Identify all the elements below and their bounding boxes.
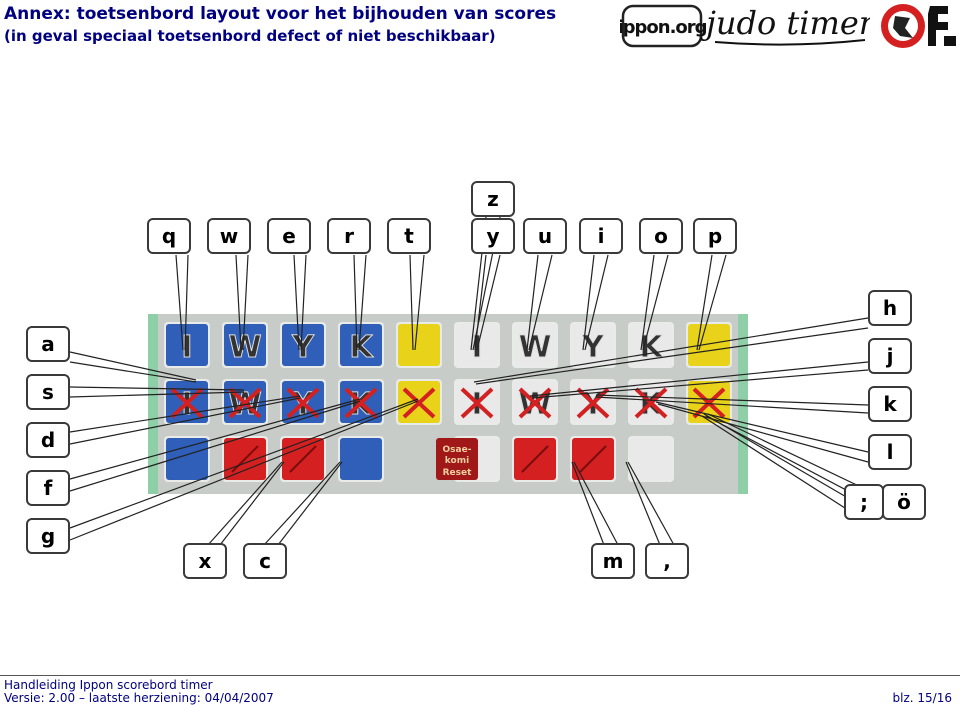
kb-row3-key <box>164 436 210 482</box>
key-label-a: a <box>26 326 70 362</box>
ippon-judo-timer-logo: ippon.org judo timer <box>620 4 870 48</box>
key-label-h: h <box>868 290 912 326</box>
key-label-q: q <box>147 218 191 254</box>
judo-federation-emblem <box>881 4 956 48</box>
kb-row1-key-letter: K <box>349 330 374 365</box>
key-label-f: f <box>26 470 70 506</box>
kb-row1-key-letter: Y <box>581 330 605 365</box>
kb-row3-key <box>338 436 384 482</box>
key-label-r: r <box>327 218 371 254</box>
key-label-y: y <box>471 218 515 254</box>
kb-row1-key: K <box>338 322 384 368</box>
reset-key-line-2: komi <box>445 456 469 466</box>
kb-row2-key: W <box>222 379 268 425</box>
kb-row2-key: K <box>338 379 384 425</box>
kb-row2-key: Y <box>570 379 616 425</box>
key-label-d: d <box>26 422 70 458</box>
key-label-s: s <box>26 374 70 410</box>
cross-mark <box>460 387 494 419</box>
kb-row2-key: W <box>512 379 558 425</box>
key-label-e: e <box>267 218 311 254</box>
kb-row1-key <box>686 322 732 368</box>
footer-rule <box>0 675 960 676</box>
kb-row2-key <box>686 379 732 425</box>
reset-key-line-1: Osae- <box>443 445 472 455</box>
key-label-g: g <box>26 518 70 554</box>
footer-version: Versie: 2.00 – laatste herziening: 04/04… <box>4 691 274 705</box>
key-label-t: t <box>387 218 431 254</box>
kb-row1-key-letter: Y <box>291 330 315 365</box>
kb-row1-key: Y <box>280 322 326 368</box>
footer-page-number: blz. 15/16 <box>892 691 952 705</box>
key-label-k: k <box>868 386 912 422</box>
key-label-semicolon: ; <box>844 484 884 520</box>
reset-key-line-3: Reset <box>443 468 472 478</box>
key-mark <box>521 445 549 473</box>
kb-row1-key-letter: I <box>181 330 192 365</box>
kb-row1-key: W <box>512 322 558 368</box>
kb-row1-key: Y <box>570 322 616 368</box>
kb-row2-key <box>396 379 442 425</box>
key-label-p: p <box>693 218 737 254</box>
kb-row2-key: Y <box>280 379 326 425</box>
kb-row3-key <box>628 436 674 482</box>
kb-row1-key: K <box>628 322 674 368</box>
footer-manual-title: Handleiding Ippon scorebord timer <box>4 678 213 692</box>
key-label-m: m <box>591 543 635 579</box>
kb-row1-key-letter: K <box>639 330 664 365</box>
key-label-o: o <box>639 218 683 254</box>
page-title: Annex: toetsenbord layout voor het bijho… <box>4 4 557 24</box>
kb-row1-key <box>396 322 442 368</box>
kb-row1-key: I <box>164 322 210 368</box>
osaekomi-reset-key: Osae- komi Reset <box>436 438 478 480</box>
kb-row2-key: I <box>454 379 500 425</box>
kb-row2-key: K <box>628 379 674 425</box>
kb-row1-key-letter: W <box>518 330 551 365</box>
key-label-odiaeresis: ö <box>882 484 926 520</box>
key-label-c: c <box>243 543 287 579</box>
logo-site-text: ippon.org <box>620 17 707 38</box>
key-label-l: l <box>868 434 912 470</box>
kb-row2-key: I <box>164 379 210 425</box>
key-label-i: i <box>579 218 623 254</box>
key-label-comma: , <box>645 543 689 579</box>
page-subtitle: (in geval speciaal toetsenbord defect of… <box>4 27 496 45</box>
kb-row1-key-letter: W <box>228 330 261 365</box>
key-label-u: u <box>523 218 567 254</box>
kb-row1-key: W <box>222 322 268 368</box>
key-label-z: z <box>471 181 515 217</box>
logo-product-text: judo timer <box>700 4 870 42</box>
kb-row1-key: I <box>454 322 500 368</box>
key-label-x: x <box>183 543 227 579</box>
kb-row1-key-letter: I <box>471 330 482 365</box>
key-label-j: j <box>868 338 912 374</box>
key-label-w: w <box>207 218 251 254</box>
